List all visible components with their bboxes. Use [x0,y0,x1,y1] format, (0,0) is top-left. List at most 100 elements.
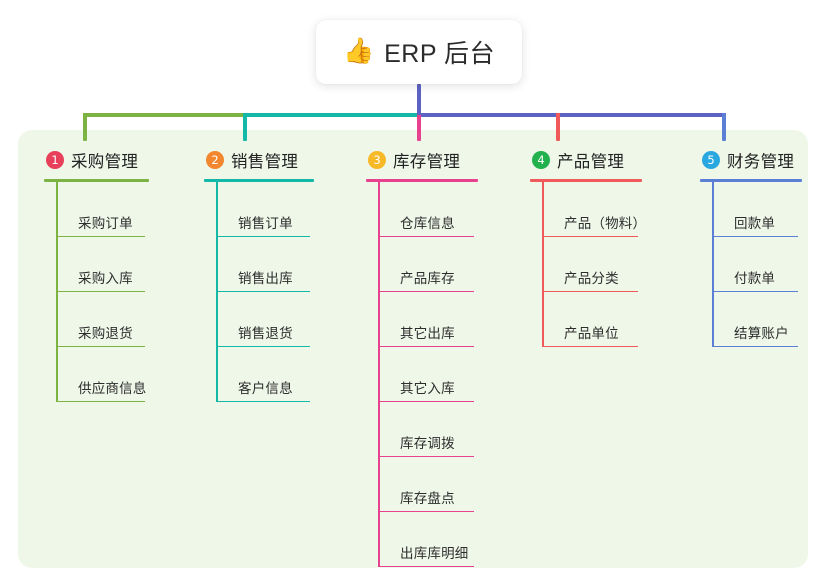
branch-item[interactable]: 采购入库 [56,237,149,292]
diagram-panel [18,130,808,568]
branch-rule-5 [700,179,802,182]
root-title: ERP 后台 [384,40,496,68]
branch-item[interactable]: 库存调拨 [378,402,478,457]
branch-item-rule [712,290,798,292]
hbar-segment-1 [83,113,243,117]
branch-item[interactable]: 其它入库 [378,347,478,402]
branch-item-label: 客户信息 [238,380,293,396]
hbar-segment-3 [419,113,556,117]
branch-item-label: 采购入库 [78,270,133,286]
branch-item[interactable]: 客户信息 [216,347,314,402]
branch-badge-4: 4 [532,151,550,169]
branch-item[interactable]: 仓库信息 [378,182,478,237]
branch-item-label: 采购订单 [78,215,133,231]
branch-item-label: 销售订单 [238,215,293,231]
branch-rule-4 [530,179,642,182]
branch-item[interactable]: 回款单 [712,182,802,237]
branch-item[interactable]: 销售出库 [216,237,314,292]
branch-item-rule [56,345,145,347]
branch-item-rule [216,235,310,237]
branch-item[interactable]: 产品分类 [542,237,646,292]
drop-connector-4 [556,113,560,141]
branch-item-label: 其它入库 [400,380,455,396]
branch-item-rule [378,235,474,237]
branch-item-rule [216,400,310,402]
branch-item[interactable]: 采购退货 [56,292,149,347]
branch-item-rule [378,565,474,567]
branch-item[interactable]: 产品库存 [378,237,478,292]
hbar-segment-2 [243,113,419,117]
branch-item-rule [378,510,474,512]
branch-item-rule [56,235,145,237]
branch-stem-5 [712,182,714,347]
branch-item[interactable]: 销售退货 [216,292,314,347]
thumbs-up-icon: 👍 [342,36,375,65]
branch-item-label: 销售出库 [238,270,293,286]
trunk-connector [417,84,421,115]
branch-item[interactable]: 库存盘点 [378,457,478,512]
branch-item-rule [542,290,638,292]
branch-item[interactable]: 供应商信息 [56,347,149,402]
branch-stem-1 [56,182,58,402]
branch-item-rule [378,455,474,457]
drop-connector-1 [83,113,87,141]
branch-item[interactable]: 产品单位 [542,292,646,347]
branch-item[interactable]: 出库库明细 [378,512,478,567]
branch-item-rule [216,345,310,347]
branch-items-4: 产品（物料） 产品分类产品单位 [530,182,646,347]
branch-item[interactable]: 结算账户 [712,292,802,347]
branch-item-rule [712,235,798,237]
drop-connector-3 [417,113,421,141]
branch-item-rule [378,345,474,347]
branch-item[interactable]: 采购订单 [56,182,149,237]
branch-item[interactable]: 销售订单 [216,182,314,237]
branch-item-rule [56,290,145,292]
branch-items-3: 仓库信息产品库存其它出库其它入库库存调拨库存盘点出库库明细 [366,182,478,567]
branch-stem-2 [216,182,218,402]
branch-badge-3: 3 [368,151,386,169]
root-node[interactable]: 👍 ERP 后台 [316,20,522,84]
branch-item-label: 仓库信息 [400,215,455,231]
branch-item-rule [56,400,145,402]
branch-item-rule [378,290,474,292]
branch-title-4: 产品管理 [557,153,625,171]
branch-title-5: 财务管理 [727,153,795,171]
branch-column-4: 4 产品管理产品（物料） 产品分类产品单位 [530,147,646,347]
branch-item[interactable]: 付款单 [712,237,802,292]
hbar-segment-4 [556,113,726,117]
drop-connector-2 [243,113,247,141]
branch-item[interactable]: 产品（物料） [542,182,646,237]
branch-item-label: 产品（物料） [564,215,647,231]
branch-item-label: 产品单位 [564,325,619,341]
branch-rule-1 [44,179,149,182]
branch-item[interactable]: 其它出库 [378,292,478,347]
branch-item-rule [378,400,474,402]
branch-item-label: 其它出库 [400,325,455,341]
branch-item-label: 产品分类 [564,270,619,286]
drop-connector-5 [722,113,726,141]
branch-items-5: 回款单付款单结算账户 [700,182,802,347]
branch-stem-4 [542,182,544,347]
branch-item-label: 库存盘点 [400,490,455,506]
branch-header-4[interactable]: 4 产品管理 [530,147,646,173]
branch-item-rule [542,235,638,237]
branch-item-label: 销售退货 [238,325,293,341]
branch-items-2: 销售订单销售出库销售退货客户信息 [204,182,314,402]
branch-item-label: 结算账户 [734,325,789,341]
branch-item-label: 库存调拨 [400,435,455,451]
branch-badge-2: 2 [206,151,224,169]
branch-rule-3 [366,179,478,182]
branch-item-label: 回款单 [734,215,776,231]
branch-item-label: 付款单 [734,270,776,286]
branch-item-label: 出库库明细 [400,545,469,561]
branch-item-label: 采购退货 [78,325,133,341]
branch-items-1: 采购订单采购入库采购退货供应商信息 [44,182,149,402]
